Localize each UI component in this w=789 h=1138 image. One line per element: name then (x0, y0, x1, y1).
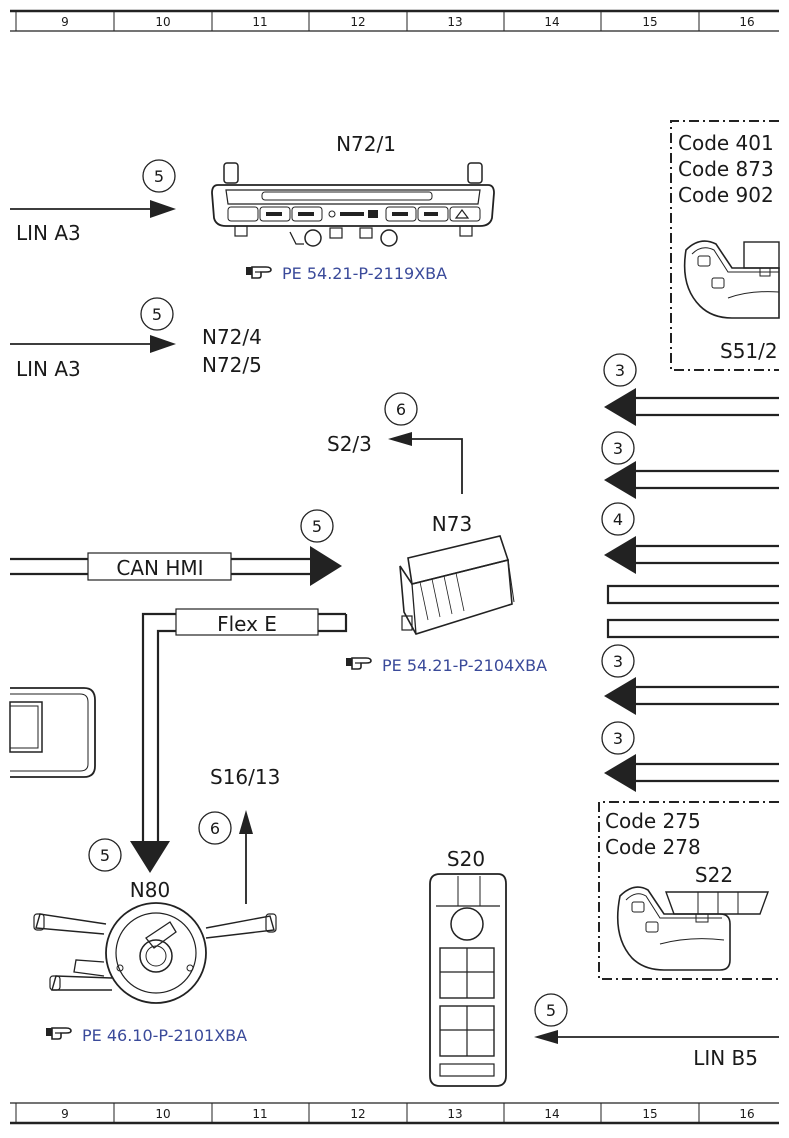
component-label-s16-13: S16/13 (210, 765, 280, 789)
grid-label-bottom: 13 (447, 1107, 462, 1121)
grid-label-bottom: 10 (155, 1107, 170, 1121)
s20-switch-block-illustration (429, 873, 507, 1087)
component-label-n72-1: N72/1 (336, 132, 396, 156)
callout-number: 5 (152, 305, 162, 324)
n80-steering-column-illustration (33, 902, 277, 1004)
code-label: Code 902 (678, 183, 774, 207)
n72-1-control-panel-illustration (211, 162, 495, 247)
callout-circle (140, 297, 174, 331)
pointing-hand-icon (45, 1027, 72, 1040)
grid-label-top: 10 (155, 15, 170, 29)
pointing-hand-icon (245, 266, 272, 279)
grid-label-bottom: 15 (642, 1107, 657, 1121)
grid-label-top: 13 (447, 15, 462, 29)
grid-label-bottom: 14 (544, 1107, 559, 1121)
arrow-head (150, 335, 176, 353)
s22-seat-switch-illustration (616, 886, 769, 971)
code-label: Code 275 (605, 809, 701, 833)
grid-label-top: 15 (642, 15, 657, 29)
grid-label-bottom: 11 (252, 1107, 267, 1121)
callout-circle (198, 811, 232, 845)
reference-n73[interactable]: PE 54.21-P-2104XBA (345, 656, 547, 675)
callout-circle (88, 838, 122, 872)
callout-number: 3 (615, 361, 625, 380)
callout-number: 3 (613, 652, 623, 671)
callout-number: 3 (613, 439, 623, 458)
component-label-n72-4: N72/4 (202, 325, 262, 349)
callout-circle (142, 159, 176, 193)
grid-label-top: 9 (61, 15, 69, 29)
reference-text-n72-1[interactable]: PE 54.21-P-2119XBA (282, 264, 447, 283)
bus-label-box (87, 552, 232, 581)
arrow-head (130, 841, 170, 873)
callout-circle (384, 392, 418, 426)
callout-number: 5 (154, 167, 164, 186)
grid-label-top: 16 (739, 15, 754, 29)
grid-label-bottom: 12 (350, 1107, 365, 1121)
code-label: Code 278 (605, 835, 701, 859)
callout-circle (601, 721, 635, 755)
bus-label-lin-a3: LIN A3 (16, 221, 81, 245)
grid-label-bottom: 16 (739, 1107, 754, 1121)
callout-number: 5 (546, 1001, 556, 1020)
reference-n80[interactable]: PE 46.10-P-2101XBA (45, 1026, 247, 1045)
bus-label-can-hmi: CAN HMI (116, 556, 203, 580)
grid-strip-bottom: 9 10 11 12 13 14 15 16 (10, 1102, 779, 1125)
grid-label-top: 11 (252, 15, 267, 29)
n73-module-illustration (399, 535, 515, 635)
reference-text-n73[interactable]: PE 54.21-P-2104XBA (382, 656, 547, 675)
s22-option-box: Code 275 Code 278 S22 (598, 801, 779, 980)
component-label-n80: N80 (130, 878, 170, 902)
partial-display-illustration (9, 687, 96, 778)
bus-label-box (175, 608, 319, 636)
arrow-head (150, 200, 176, 218)
callout-number: 5 (312, 517, 322, 536)
component-label-n72-5: N72/5 (202, 353, 262, 377)
callout-number: 6 (396, 400, 406, 419)
component-label-s51-2: S51/2 (720, 339, 778, 363)
component-label-s2-3: S2/3 (327, 432, 372, 456)
pointing-hand-icon (345, 657, 372, 670)
component-label-s20: S20 (447, 847, 485, 871)
arrow-head (310, 546, 342, 586)
s51-2-seat-switch-illustration (683, 240, 780, 319)
reference-text-n80[interactable]: PE 46.10-P-2101XBA (82, 1026, 247, 1045)
callout-number: 5 (100, 846, 110, 865)
code-label: Code 873 (678, 157, 774, 181)
arrow-head (239, 810, 253, 834)
reference-n72-1[interactable]: PE 54.21-P-2119XBA (245, 264, 447, 283)
callout-circle (300, 509, 334, 543)
callout-number: 6 (210, 819, 220, 838)
callout-circle (534, 993, 568, 1027)
bus-label-flex-e: Flex E (217, 612, 277, 636)
callout-number: 3 (613, 729, 623, 748)
callout-circle (601, 431, 635, 465)
grid-label-bottom: 9 (61, 1107, 69, 1121)
grid-label-top: 12 (350, 15, 365, 29)
component-label-s22: S22 (695, 863, 733, 887)
arrow-head (388, 432, 412, 446)
callout-circle (601, 644, 635, 678)
bus-label-lin-b5: LIN B5 (693, 1046, 758, 1070)
grid-strip-top: 9 10 11 12 13 14 15 16 (10, 9, 779, 32)
component-label-n73: N73 (432, 512, 472, 536)
grid-label-top: 14 (544, 15, 559, 29)
s51-2-option-box: Code 401 Code 873 Code 902 S51/2 (670, 120, 780, 371)
bus-label-lin-a3: LIN A3 (16, 357, 81, 381)
callout-circle (601, 502, 635, 536)
arrow-head (534, 1030, 558, 1044)
callout-number: 4 (613, 510, 623, 529)
code-label: Code 401 (678, 131, 774, 155)
callout-circle (603, 353, 637, 387)
right-connectors (604, 388, 779, 792)
